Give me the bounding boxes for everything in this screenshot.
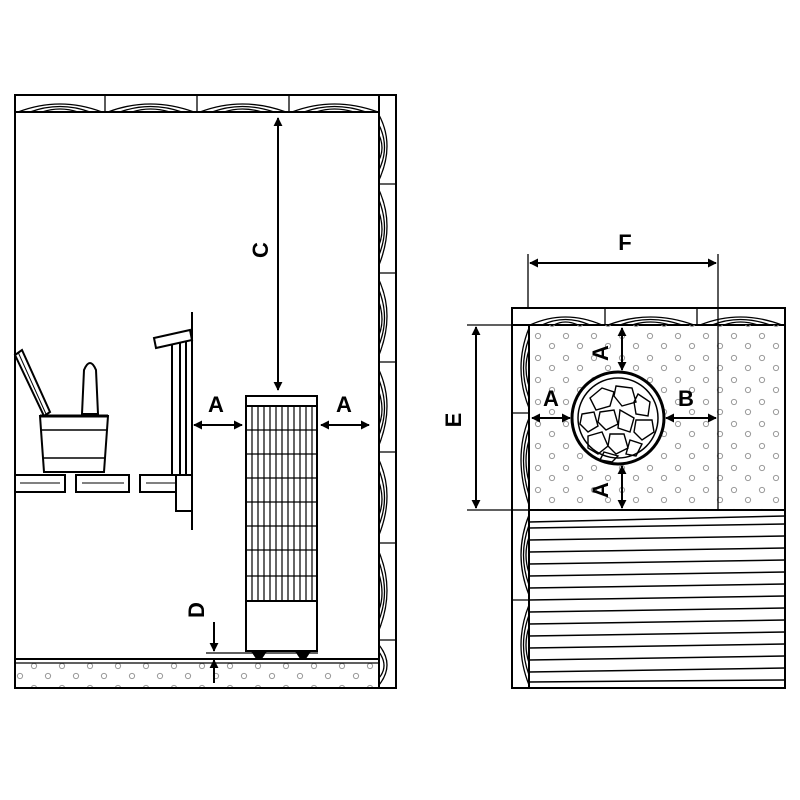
label-a-bottom: A: [588, 482, 613, 498]
ceiling-log-grain: [17, 95, 379, 113]
heater-stones: [579, 385, 655, 463]
side-view: [13, 94, 397, 689]
left-wall-logs: [511, 324, 530, 689]
backrest: [152, 328, 194, 475]
label-a-left: A: [543, 386, 559, 411]
label-c: C: [248, 242, 273, 258]
label-d: D: [184, 602, 209, 618]
label-e: E: [441, 413, 466, 428]
floor-slab: [14, 658, 380, 689]
label-a-side-left: A: [208, 392, 224, 417]
bench-boards-top: [528, 515, 786, 683]
bucket-icon: [38, 414, 110, 473]
heater-unit: [245, 395, 318, 658]
label-f: F: [618, 230, 631, 255]
ladle-icon: [13, 348, 100, 418]
bench-support: [175, 474, 193, 512]
heater-grille: [246, 406, 317, 601]
wall-log-grain: [378, 114, 396, 686]
label-b: B: [678, 386, 694, 411]
label-a-side-right: A: [336, 392, 352, 417]
label-a-top: A: [588, 345, 613, 361]
top-view: [467, 254, 786, 689]
heater-top-view: [570, 370, 666, 466]
